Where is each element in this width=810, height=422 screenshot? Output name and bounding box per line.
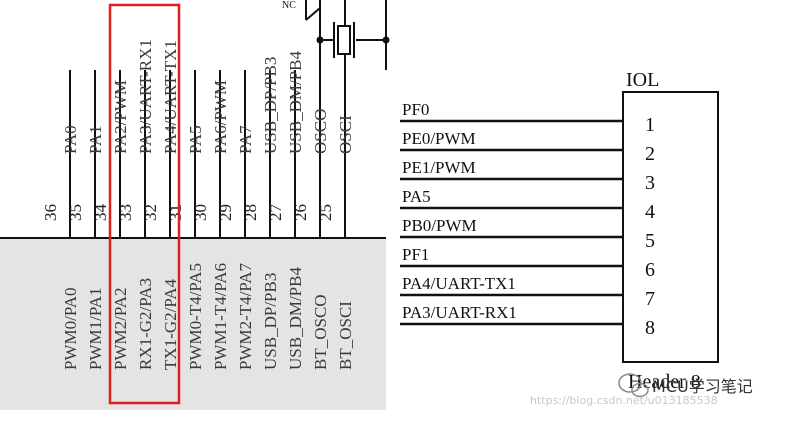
header-net-label: PA3/UART-RX1 bbox=[402, 303, 517, 322]
net-label: PWM1-T4/PA6 bbox=[211, 263, 230, 370]
header-pin-number: 8 bbox=[645, 317, 655, 339]
header-net-label: PA4/UART-TX1 bbox=[402, 274, 516, 293]
watermark-brand: MCU学习笔记 bbox=[652, 377, 753, 396]
nc-label: NC bbox=[282, 0, 296, 11]
crystal-symbol bbox=[333, 22, 355, 58]
pin-number: 28 bbox=[241, 204, 260, 221]
pin-number: 27 bbox=[266, 204, 285, 222]
chip-panel: NC PA0 PA1 PA2/PWM PA3/UART-RX1 PA4/UART… bbox=[0, 0, 390, 410]
net-label: BT_OSCI bbox=[336, 301, 355, 370]
wechat-icon bbox=[618, 373, 649, 398]
chip-gray-area bbox=[0, 238, 386, 410]
chip-pin-names: PA0 PA1 PA2/PWM PA3/UART-RX1 PA4/UART-TX… bbox=[61, 39, 355, 154]
pin-name: PA2/PWM bbox=[111, 80, 130, 154]
net-label: USB_DM/PB4 bbox=[286, 267, 305, 370]
chip-pin-numbers: 36 35 34 33 32 31 30 29 28 27 26 25 bbox=[41, 204, 335, 222]
pin-name: PA4/UART-TX1 bbox=[161, 40, 180, 154]
header-panel: IOL Header 8 PF0 PE0/PWM PE1/PWM PA5 PB0… bbox=[400, 69, 719, 393]
header-net-label: PA5 bbox=[402, 187, 431, 206]
net-label: PWM1/PA1 bbox=[86, 287, 105, 370]
header-pin-numbers: 1 2 3 4 5 6 7 8 bbox=[645, 114, 655, 339]
pin-number: 36 bbox=[41, 204, 60, 221]
header-net-label: PF1 bbox=[402, 245, 429, 264]
net-label: TX1-G2/PA4 bbox=[161, 279, 180, 370]
header-pin-number: 2 bbox=[645, 143, 655, 165]
pin-number: 31 bbox=[166, 204, 185, 221]
header-pin-number: 4 bbox=[645, 201, 655, 223]
net-label: PWM2-T4/PA7 bbox=[236, 262, 255, 370]
pin-number: 33 bbox=[116, 204, 135, 221]
pin-number: 25 bbox=[316, 204, 335, 221]
net-label: PWM2/PA2 bbox=[111, 287, 130, 370]
header-net-label: PB0/PWM bbox=[402, 216, 477, 235]
header-wires bbox=[400, 119, 623, 326]
net-label: BT_OSCO bbox=[311, 294, 330, 370]
header-net-label: PE0/PWM bbox=[402, 129, 476, 148]
header-subtitle: Header 8 bbox=[628, 371, 701, 393]
header-pin-number: 7 bbox=[645, 288, 655, 310]
pin-number: 35 bbox=[66, 204, 85, 221]
net-label: RX1-G2/PA3 bbox=[136, 278, 155, 370]
junction-dot bbox=[382, 36, 390, 44]
header-pin-number: 1 bbox=[645, 114, 655, 136]
header-pin-number: 6 bbox=[645, 259, 655, 281]
pin-name: PA3/UART-RX1 bbox=[136, 39, 155, 154]
watermark-url: https://blog.csdn.net/u013185538 bbox=[530, 394, 718, 407]
pin-name: OSCI bbox=[336, 115, 355, 154]
pin-number: 34 bbox=[91, 204, 110, 222]
pin-name: USB_DP/PB3 bbox=[261, 57, 280, 154]
pin-name: USB_DM/PB4 bbox=[286, 51, 305, 154]
pin-number: 26 bbox=[291, 204, 310, 221]
pin-number: 30 bbox=[191, 204, 210, 221]
junction-dot bbox=[316, 36, 324, 44]
header-body bbox=[622, 91, 719, 363]
pin-number: 32 bbox=[141, 204, 160, 221]
header-title: IOL bbox=[626, 69, 659, 91]
pin-name: PA5 bbox=[186, 125, 205, 154]
header-net-labels: PF0 PE0/PWM PE1/PWM PA5 PB0/PWM PF1 PA4/… bbox=[402, 100, 517, 322]
chip-pin-leads bbox=[69, 70, 346, 238]
pin-name: PA1 bbox=[86, 125, 105, 154]
header-pin-number: 5 bbox=[645, 230, 655, 252]
chip-net-labels: PWM0/PA0 PWM1/PA1 PWM2/PA2 RX1-G2/PA3 TX… bbox=[61, 262, 355, 370]
highlight-box bbox=[108, 3, 181, 405]
header-net-label: PE1/PWM bbox=[402, 158, 476, 177]
net-label: USB_DP/PB3 bbox=[261, 273, 280, 370]
pin-name: PA0 bbox=[61, 125, 80, 154]
net-label: PWM0-T4/PA5 bbox=[186, 263, 205, 370]
watermark: https://blog.csdn.net/u013185538 MCU学习笔记 bbox=[530, 373, 753, 407]
pin-name: PA6/PWM bbox=[211, 80, 230, 154]
pin-name: PA7 bbox=[236, 125, 255, 154]
net-label: PWM0/PA0 bbox=[61, 287, 80, 370]
header-pin-number: 3 bbox=[645, 172, 655, 194]
pin-number: 29 bbox=[216, 204, 235, 221]
header-net-label: PF0 bbox=[402, 100, 429, 119]
pin-name: OSCO bbox=[311, 109, 330, 154]
